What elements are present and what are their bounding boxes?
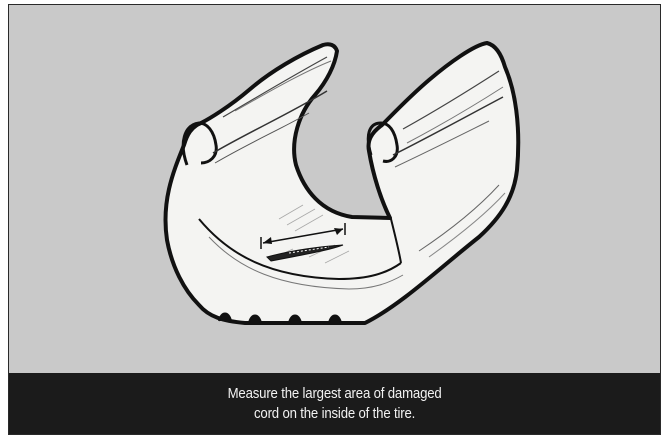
tread-notch: [289, 316, 301, 324]
caption-line-1: Measure the largest area of damaged: [228, 384, 442, 404]
figure-frame: Measure the largest area of damaged cord…: [8, 4, 661, 435]
tread-notch: [249, 316, 261, 324]
tire-cross-section-icon: [9, 5, 660, 375]
tread-notch: [329, 316, 341, 324]
caption-bar: Measure the largest area of damaged cord…: [9, 373, 660, 434]
tire-body: [165, 43, 518, 323]
caption-line-2: cord on the inside of the tire.: [254, 404, 415, 424]
tread-notch: [219, 314, 231, 322]
